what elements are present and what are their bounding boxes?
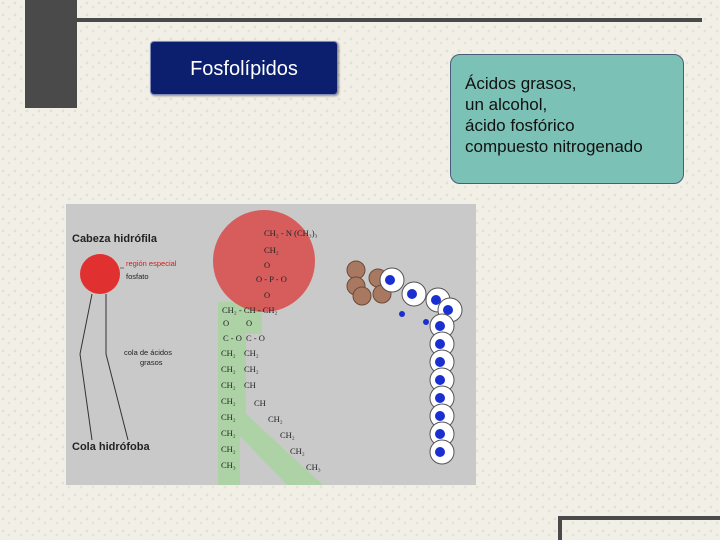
info-line-phosphoric-acid: ácido fosfórico bbox=[465, 116, 575, 135]
bilayer-molecules bbox=[346, 260, 463, 465]
slide-title: Fosfolípidos bbox=[190, 58, 298, 80]
chem-right-chain-item: CH₂ bbox=[290, 446, 305, 456]
chem-o-p-o: O - P - O bbox=[256, 274, 287, 284]
hydrophobic-tail-region bbox=[218, 302, 323, 485]
chem-o-1: O bbox=[264, 260, 270, 270]
molecule-blue-dot bbox=[435, 375, 445, 385]
chem-left-chain-item: CH₂ bbox=[221, 396, 236, 406]
molecule-blue-dot bbox=[435, 393, 445, 403]
label-special-region: región especial bbox=[126, 259, 177, 268]
chem-right-chain-item: CH bbox=[244, 380, 256, 390]
molecule-brown bbox=[352, 286, 372, 306]
label-fatty-acid-tails: cola de ácidos bbox=[124, 348, 172, 357]
tail-line bbox=[79, 293, 93, 355]
chem-ch2-top: CH₂ bbox=[264, 245, 279, 255]
chem-o-left: O bbox=[223, 318, 229, 328]
tail-line bbox=[79, 353, 93, 441]
molecule-blue-dot bbox=[435, 429, 445, 439]
phospholipid-diagram: Cabeza hidrófila región especial fosfato… bbox=[66, 204, 476, 485]
info-box: Ácidos grasos, un alcohol, ácido fosfóri… bbox=[450, 54, 684, 184]
molecule-blue-dot bbox=[407, 289, 417, 299]
chem-right-chain-item: CH₂ bbox=[244, 348, 259, 358]
chem-left-chain-item: CH₂ bbox=[221, 412, 236, 422]
label-fatty-acid-tails-2: grasos bbox=[140, 358, 163, 367]
title-box: Fosfolípidos bbox=[150, 41, 338, 95]
chem-left-chain-item: CH₂ bbox=[221, 364, 236, 374]
molecule-blue-dot bbox=[399, 311, 405, 317]
chem-co-right: C - O bbox=[246, 333, 265, 343]
decor-top-line bbox=[77, 18, 702, 22]
chem-left-chain-item: CH₂ bbox=[221, 348, 236, 358]
info-line-fatty-acids: Ácidos grasos, bbox=[465, 74, 577, 93]
label-hydrophobic-tail: Cola hidrófoba bbox=[72, 441, 150, 453]
decor-bottom-vertical bbox=[558, 516, 562, 540]
molecule-blue-dot bbox=[423, 319, 429, 325]
left-chain-labels: CH₂ CH₂ CH₂ CH₂ CH₂ CH₂ CH₂ CH₃ bbox=[221, 348, 236, 470]
molecule-blue-dot bbox=[435, 339, 445, 349]
tail-line bbox=[105, 353, 129, 441]
chem-right-chain-item: CH₂ bbox=[280, 430, 295, 440]
molecule-blue-dot bbox=[435, 447, 445, 457]
molecule-blue-dot bbox=[431, 295, 441, 305]
chem-co-left: C - O bbox=[223, 333, 242, 343]
molecule-blue-dot bbox=[435, 357, 445, 367]
chem-right-chain-item: CH₂ bbox=[268, 414, 283, 424]
chem-glycerol: CH₂ - CH - CH₂ bbox=[222, 305, 278, 315]
molecule-blue-dot bbox=[443, 305, 453, 315]
label-hydrophilic-head: Cabeza hidrófila bbox=[72, 233, 158, 245]
chem-o-2: O bbox=[264, 290, 270, 300]
chem-left-chain-item: CH₂ bbox=[221, 444, 236, 454]
chem-choline: CH₂ - N (CH₃)₃ bbox=[264, 228, 318, 238]
decor-bottom-line bbox=[558, 516, 720, 520]
chem-o-right: O bbox=[246, 318, 252, 328]
info-line-nitrogen-compound: compuesto nitrogenado bbox=[465, 137, 643, 156]
chem-left-chain-item: CH₂ bbox=[221, 428, 236, 438]
label-phosphate: fosfato bbox=[126, 272, 149, 281]
molecule-blue-dot bbox=[435, 411, 445, 421]
phosphate-head-region bbox=[213, 210, 315, 312]
chem-right-chain-item: CH₂ bbox=[244, 364, 259, 374]
chem-right-chain-item: CH₃ bbox=[306, 462, 321, 472]
chem-left-chain-item: CH₃ bbox=[221, 460, 236, 470]
chem-right-chain-item: CH bbox=[254, 398, 266, 408]
chem-left-chain-item: CH₂ bbox=[221, 380, 236, 390]
head-circle bbox=[80, 254, 120, 294]
molecule-blue-dot bbox=[435, 321, 445, 331]
molecule-blue-dot bbox=[385, 275, 395, 285]
decor-vertical-bar bbox=[25, 0, 77, 108]
molecule-brown bbox=[346, 260, 366, 280]
info-line-alcohol: un alcohol, bbox=[465, 95, 548, 114]
